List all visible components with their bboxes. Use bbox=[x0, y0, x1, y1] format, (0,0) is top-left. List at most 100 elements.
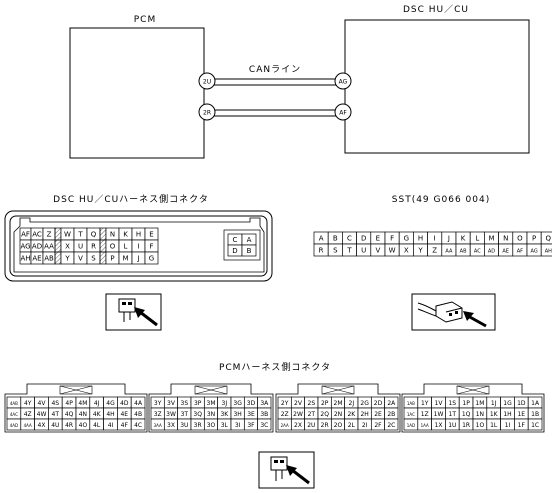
pcm-pin-2z: 2Z bbox=[281, 411, 289, 418]
pcm-pin-4z: 4Z bbox=[24, 411, 32, 418]
dsc-pin-g-box bbox=[144, 251, 159, 265]
dsc-pin-f: F bbox=[149, 243, 153, 251]
pcm-box bbox=[69, 27, 205, 159]
pcm-pin-1v: 1V bbox=[435, 400, 444, 407]
sst-cell-j: J bbox=[447, 235, 450, 243]
dsc-pin-m: M bbox=[122, 255, 128, 263]
pcm-pin-1c: 1C bbox=[531, 422, 539, 429]
pcm-pin-2f: 2F bbox=[374, 422, 382, 429]
dsc-pin-ag: AG bbox=[20, 243, 30, 251]
pcm-pin-1u: 1U bbox=[448, 422, 456, 429]
dsc-pin-ag bbox=[334, 72, 352, 90]
probe-icon-pcm bbox=[258, 451, 315, 489]
pcm-pin-4l: 4L bbox=[93, 422, 101, 429]
pcm-pin-1j: 1J bbox=[491, 400, 497, 407]
pcm-pin-1e: 1E bbox=[517, 411, 525, 418]
sst-cell-k: K bbox=[461, 235, 466, 243]
dsc-pin-t: T bbox=[77, 231, 83, 239]
pcm-pin-1l: 1L bbox=[490, 422, 498, 429]
pcm-pin-4v: 4V bbox=[38, 400, 47, 407]
probe-icon-sst bbox=[411, 293, 496, 331]
pcm-pin-1n: 1N bbox=[476, 411, 484, 418]
dsc-pin-blank-box bbox=[54, 239, 62, 253]
pcm-pin-4ac: 4AC bbox=[10, 412, 18, 417]
pcm-pin-4aa: 4AA bbox=[24, 423, 32, 428]
pcm-pin-3j: 3J bbox=[222, 400, 228, 407]
pcm-pin-3p: 3P bbox=[194, 400, 202, 407]
pcm-pin-2c: 2C bbox=[387, 422, 395, 429]
pcm-pin-3v: 3V bbox=[167, 400, 176, 407]
pcm-pin-2i: 2I bbox=[362, 422, 368, 429]
pcm-pin-2l: 2L bbox=[348, 422, 356, 429]
sst-cell-af: AF bbox=[517, 249, 523, 255]
sst-cell-s: S bbox=[333, 247, 338, 255]
sst-cell-t: T bbox=[346, 247, 352, 255]
sst-cell-v: V bbox=[376, 247, 381, 255]
dsc-pin-j: J bbox=[136, 255, 139, 263]
sst-cell-f: F bbox=[390, 235, 394, 243]
pcm-pin-2o: 2O bbox=[334, 422, 343, 429]
pcm-pin-1f: 1F bbox=[518, 422, 526, 429]
pcm-pin-2y: 2Y bbox=[281, 400, 289, 407]
pcm-pin-3m: 3M bbox=[207, 400, 216, 407]
pcm-pin-1q: 1Q bbox=[462, 411, 471, 418]
dsc-pin-ae: AE bbox=[32, 255, 41, 263]
pcm-pin-1r: 1R bbox=[462, 422, 470, 429]
pcm-pin-1g: 1G bbox=[503, 400, 512, 407]
pcm-pin-3s: 3S bbox=[181, 400, 189, 407]
pcm-pin-4t: 4T bbox=[52, 411, 60, 418]
pcm-pin-2q: 2Q bbox=[320, 411, 329, 418]
pcm-pin-4c: 4C bbox=[134, 422, 142, 429]
pcm-pin-3r: 3R bbox=[194, 422, 202, 429]
pcm-pin-4m: 4M bbox=[78, 400, 87, 407]
dsc-pin-blank-box bbox=[99, 227, 107, 241]
pcm-pin-1ab: 1AB bbox=[407, 401, 415, 406]
sst-cell-r: R bbox=[319, 247, 324, 255]
pcm-pin-2r-label: 2R bbox=[203, 110, 211, 117]
pcm-pin-2n: 2N bbox=[334, 411, 342, 418]
pcm-pin-4p: 4P bbox=[65, 400, 73, 407]
pcm-pin-4ab: 4AB bbox=[10, 401, 18, 406]
pcm-pin-2r bbox=[198, 103, 216, 121]
dsc-pin-v: V bbox=[78, 255, 83, 263]
sst-cell-z: Z bbox=[432, 247, 437, 255]
pcm-pin-1y: 1Y bbox=[421, 400, 429, 407]
pcm-pin-4ad: 4AD bbox=[10, 423, 18, 428]
pcm-pin-2t: 2T bbox=[308, 411, 316, 418]
dsc-pin-q: Q bbox=[91, 231, 97, 239]
pcm-pin-1b: 1B bbox=[531, 411, 539, 418]
pcm-pin-1m: 1M bbox=[475, 400, 484, 407]
pcm-pin-4q: 4Q bbox=[65, 411, 74, 418]
dsc-pin-ah: AH bbox=[20, 255, 30, 263]
pcm-pin-3a: 3A bbox=[260, 400, 269, 407]
pcm-pin-4b: 4B bbox=[134, 411, 142, 418]
sst-label: SST(49 G066 004) bbox=[392, 195, 490, 205]
pcm-pin-4j: 4J bbox=[94, 400, 100, 407]
sst-cell-aa: AA bbox=[445, 249, 453, 255]
dsc-pin-x: X bbox=[65, 243, 70, 251]
dsc-pin-a: A bbox=[247, 236, 252, 244]
pcm-pin-3h: 3H bbox=[233, 411, 241, 418]
pcm-pin-1d: 1D bbox=[517, 400, 526, 407]
dsc-pin-af bbox=[334, 103, 352, 121]
dsc-pin-c: C bbox=[233, 236, 238, 244]
pcm-pin-4n: 4N bbox=[79, 411, 87, 418]
sst-cell-ad: AD bbox=[488, 249, 495, 255]
pcm-pin-2c-box bbox=[384, 418, 399, 431]
sst-cell-l: L bbox=[475, 235, 479, 243]
dsc-pin-blank-box bbox=[99, 239, 107, 253]
sst-cell-p: P bbox=[532, 235, 536, 243]
pcm-pin-4x: 4X bbox=[38, 422, 46, 429]
sst-cell-x: X bbox=[404, 247, 409, 255]
dsc-pin-blank-box bbox=[99, 251, 107, 265]
sst-cell-m: M bbox=[488, 235, 494, 243]
dsc-pin-h: H bbox=[136, 231, 141, 239]
sst-cell-ac: AC bbox=[474, 249, 481, 255]
sst-cell-o: O bbox=[517, 235, 523, 243]
sst-cell-y: Y bbox=[417, 247, 423, 255]
pcm-pin-4h: 4H bbox=[106, 411, 114, 418]
pcm-pin-1s: 1S bbox=[448, 400, 456, 407]
pcm-pin-2j: 2J bbox=[349, 400, 355, 407]
pcm-pin-3x: 3X bbox=[167, 422, 175, 429]
